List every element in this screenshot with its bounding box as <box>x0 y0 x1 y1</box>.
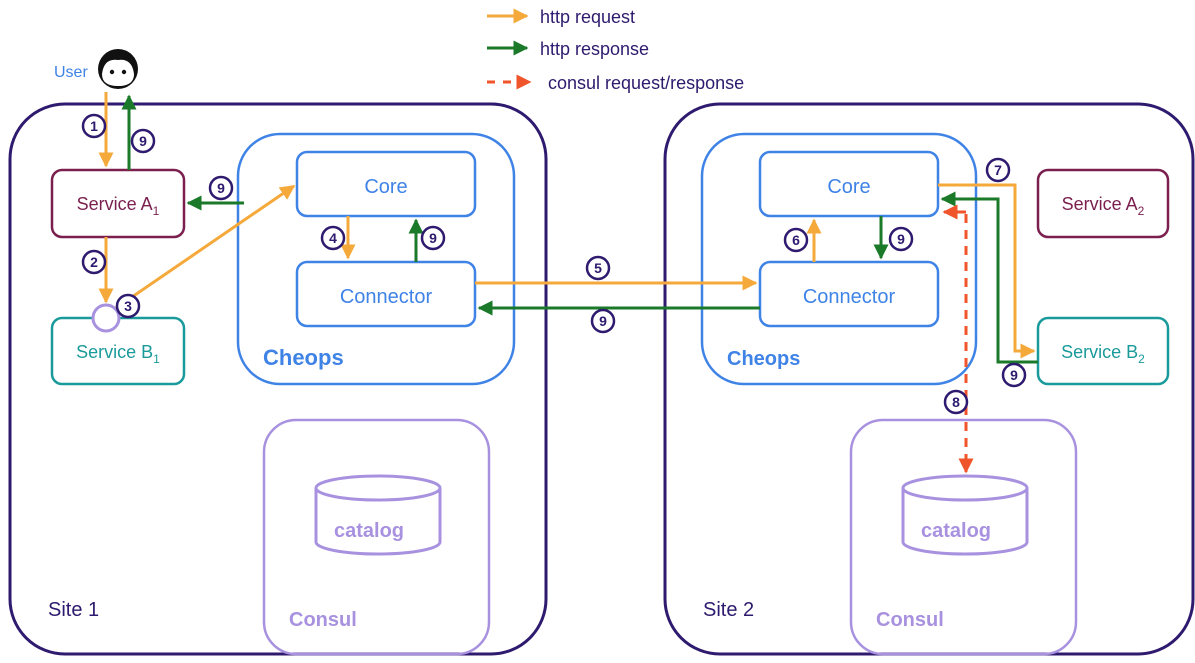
step-badge-9-user: 9 <box>130 128 156 154</box>
site-1-sidecar-port <box>91 303 121 333</box>
svg-text:9: 9 <box>1010 367 1018 383</box>
site-2: Site 2 Cheops Core Connector Service A2 … <box>663 102 1195 656</box>
step-badge-6: 6 <box>783 227 809 253</box>
step-badge-5: 5 <box>585 255 611 281</box>
site-2-label: Site 2 <box>703 599 754 621</box>
site-1-cheops-box[interactable] <box>236 132 516 386</box>
svg-text:5: 5 <box>594 260 602 276</box>
arrow-step-3-request <box>115 184 296 310</box>
step-badge-2: 2 <box>81 249 107 275</box>
flow-arrows <box>98 92 1038 474</box>
site-1: Site 1 Service A1 Service B1 Cheops Core… <box>8 102 548 656</box>
site-2-cheops-box[interactable] <box>700 132 978 386</box>
svg-text:9: 9 <box>897 231 905 247</box>
site-2-connector-label: Connector <box>803 286 896 308</box>
svg-text:6: 6 <box>792 232 800 248</box>
step-badge-9-core1: 9 <box>420 225 446 251</box>
user-face-icon <box>98 49 138 89</box>
step-badge-3: 3 <box>115 293 141 319</box>
legend-request-label: http request <box>540 7 635 27</box>
site-1-consul-label: Consul <box>289 609 357 631</box>
site-1-connector-label: Connector <box>340 286 433 308</box>
site-1-connector-box[interactable] <box>295 260 477 328</box>
site-1-boundary <box>8 102 548 656</box>
site-1-service-a-box[interactable] <box>50 168 186 239</box>
step-badge-4: 4 <box>320 225 346 251</box>
svg-text:9: 9 <box>599 313 607 329</box>
arrow-step-7-request <box>938 183 1036 359</box>
svg-text:7: 7 <box>994 162 1002 178</box>
user-label: User <box>54 64 88 81</box>
site-2-service-a-label: Service A2 <box>1062 194 1145 218</box>
site-2-connector-box[interactable] <box>758 260 940 328</box>
step-badge-9-service-b2: 9 <box>1001 362 1027 388</box>
site-1-consul-box[interactable] <box>262 418 491 656</box>
site-1-cheops-label: Cheops <box>263 345 344 370</box>
step-badge-7: 7 <box>985 157 1011 183</box>
site-1-catalog-database-icon <box>314 474 442 556</box>
site-2-cheops-label: Cheops <box>727 348 800 370</box>
step-badges: 1 9 9 2 3 4 9 5 9 6 9 7 9 8 <box>81 113 1027 415</box>
step-badge-9-connector: 9 <box>590 308 616 334</box>
svg-text:9: 9 <box>429 230 437 246</box>
site-2-service-b-box[interactable] <box>1036 316 1170 386</box>
legend-consul-label: consul request/response <box>548 73 744 93</box>
svg-text:9: 9 <box>217 180 225 196</box>
site-2-consul-label: Consul <box>876 609 944 631</box>
user: User <box>54 49 138 89</box>
site-2-catalog-label: catalog <box>921 520 991 542</box>
step-badge-1: 1 <box>81 113 107 139</box>
step-badge-9-service-a1: 9 <box>208 175 234 201</box>
arrow-step-9-response-core2 <box>940 191 1038 364</box>
svg-text:3: 3 <box>124 298 132 314</box>
site-1-service-b-label: Service B1 <box>76 342 160 366</box>
svg-text:8: 8 <box>952 394 960 410</box>
legend: http request http response consul reques… <box>487 7 744 93</box>
site-1-label: Site 1 <box>48 599 99 621</box>
site-1-core-box[interactable] <box>295 150 477 218</box>
svg-text:4: 4 <box>329 230 337 246</box>
site-2-catalog-database-icon <box>901 474 1029 556</box>
site-1-service-a-label: Service A1 <box>77 194 160 218</box>
site-2-service-a-box[interactable] <box>1036 168 1170 239</box>
site-1-catalog-label: catalog <box>334 520 404 542</box>
step-badge-9-core2: 9 <box>888 226 914 252</box>
site-2-core-label: Core <box>827 176 870 198</box>
site-1-core-label: Core <box>364 176 407 198</box>
svg-text:1: 1 <box>90 118 98 134</box>
site-2-service-b-label: Service B2 <box>1061 342 1145 366</box>
svg-text:2: 2 <box>90 254 98 270</box>
step-badge-8: 8 <box>943 389 969 415</box>
svg-text:9: 9 <box>139 133 147 149</box>
site-2-consul-box[interactable] <box>849 418 1078 656</box>
legend-response-label: http response <box>540 39 649 59</box>
